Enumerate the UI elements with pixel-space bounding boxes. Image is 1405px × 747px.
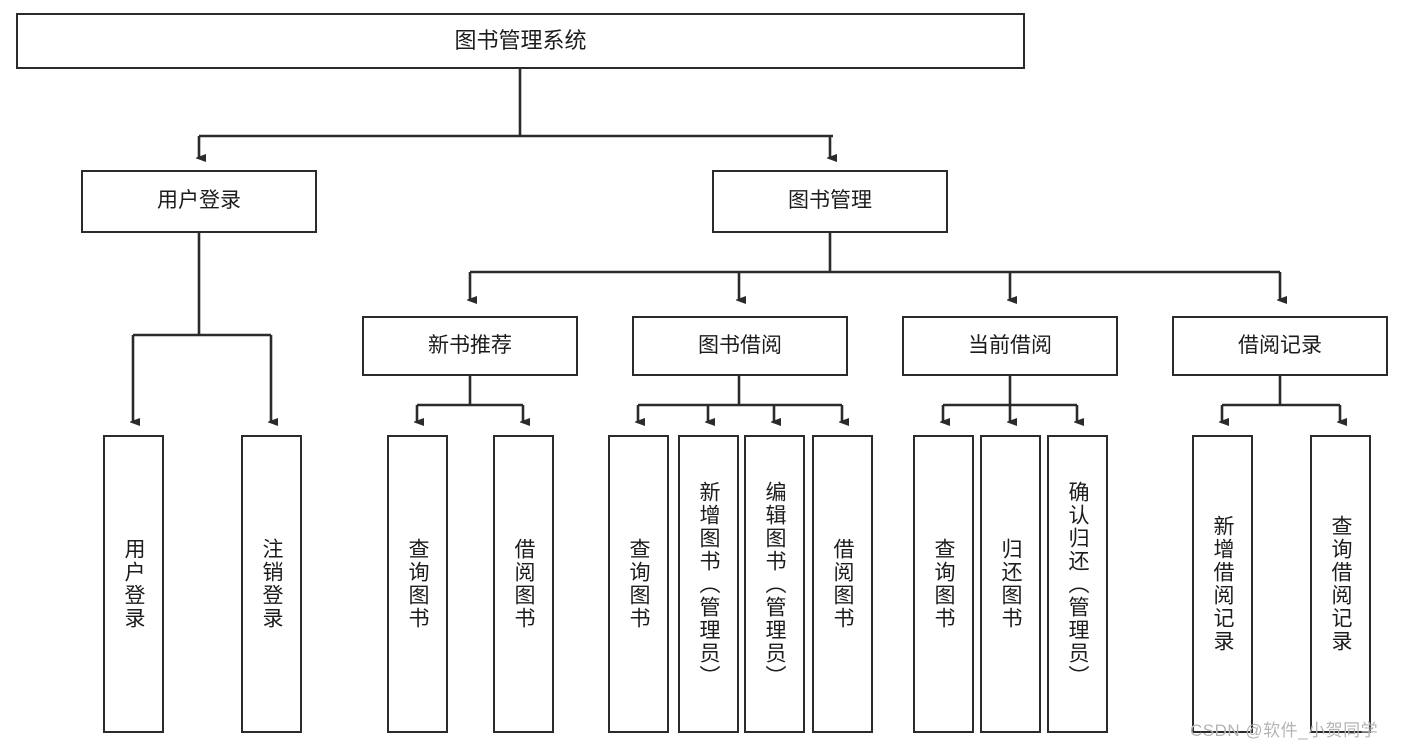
- node-label: 编辑图书（管理员）: [763, 480, 786, 688]
- node-current-borrow[interactable]: 当前借阅: [902, 316, 1118, 376]
- node-label: 借阅图书: [512, 538, 535, 630]
- node-label: 归还图书: [999, 538, 1022, 630]
- node-label: 用户登录: [122, 538, 145, 630]
- node-label: 图书管理: [788, 189, 872, 213]
- node-label: 查询图书: [932, 538, 955, 630]
- leaf-record-query-record[interactable]: 查询借阅记录: [1310, 435, 1371, 733]
- leaf-new-book-borrow[interactable]: 借阅图书: [493, 435, 554, 733]
- node-new-book-recommend[interactable]: 新书推荐: [362, 316, 578, 376]
- node-borrow-record[interactable]: 借阅记录: [1172, 316, 1388, 376]
- leaf-current-query-book[interactable]: 查询图书: [913, 435, 974, 733]
- node-book-borrow[interactable]: 图书借阅: [632, 316, 848, 376]
- leaf-record-add-record[interactable]: 新增借阅记录: [1192, 435, 1253, 733]
- leaf-borrow-edit-book-admin[interactable]: 编辑图书（管理员）: [744, 435, 805, 733]
- leaf-new-book-query[interactable]: 查询图书: [387, 435, 448, 733]
- node-label: 图书借阅: [698, 333, 782, 357]
- node-label: 查询借阅记录: [1329, 515, 1352, 653]
- leaf-current-return-book[interactable]: 归还图书: [980, 435, 1041, 733]
- node-label: 借阅记录: [1238, 333, 1322, 357]
- node-label: 查询图书: [627, 538, 650, 630]
- node-label: 查询图书: [406, 538, 429, 630]
- node-label: 借阅图书: [831, 538, 854, 630]
- node-label: 当前借阅: [968, 333, 1052, 357]
- node-label: 新增图书（管理员）: [697, 480, 720, 688]
- leaf-borrow-query-book[interactable]: 查询图书: [608, 435, 669, 733]
- node-root-system[interactable]: 图书管理系统: [16, 13, 1025, 69]
- node-label: 新书推荐: [428, 333, 512, 357]
- node-label: 注销登录: [260, 538, 283, 630]
- leaf-user-login-logout[interactable]: 注销登录: [241, 435, 302, 733]
- node-book-management[interactable]: 图书管理: [712, 170, 948, 233]
- node-label: 用户登录: [157, 189, 241, 213]
- node-label: 确认归还（管理员）: [1066, 480, 1089, 688]
- node-label: 图书管理系统: [454, 28, 587, 54]
- leaf-borrow-add-book-admin[interactable]: 新增图书（管理员）: [678, 435, 739, 733]
- node-user-login[interactable]: 用户登录: [81, 170, 317, 233]
- node-label: 新增借阅记录: [1211, 515, 1234, 653]
- leaf-user-login-login[interactable]: 用户登录: [103, 435, 164, 733]
- leaf-current-confirm-return-admin[interactable]: 确认归还（管理员）: [1047, 435, 1108, 733]
- leaf-borrow-borrow-book[interactable]: 借阅图书: [812, 435, 873, 733]
